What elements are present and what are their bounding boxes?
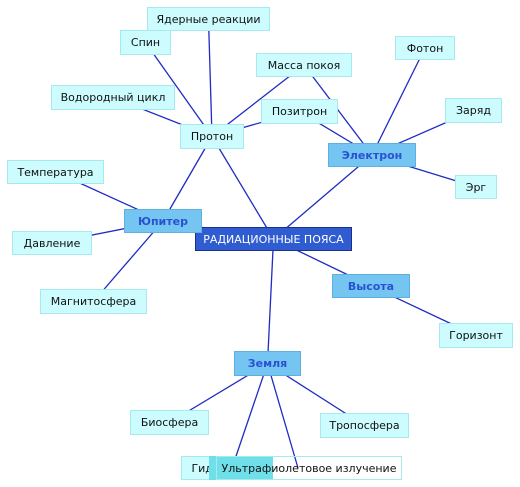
node-label: РАДИАЦИОННЫЕ ПОЯСА — [203, 232, 344, 246]
node-yadernye-reaktsii[interactable]: Ядерные реакции — [147, 7, 270, 31]
node-vysota[interactable]: Высота — [332, 274, 410, 298]
node-label: Позитрон — [271, 105, 328, 118]
node-label: Температура — [17, 165, 94, 179]
node-label: Водородный цикл — [60, 91, 166, 104]
node-label: Ядерные реакции — [156, 12, 261, 26]
node-vodorodny-tsikl[interactable]: Водородный цикл — [51, 85, 175, 110]
node-proton[interactable]: Протон — [180, 124, 244, 149]
node-label: Давление — [23, 236, 81, 250]
node-erg[interactable]: Эрг — [455, 175, 497, 199]
node-label: Магнитосфера — [50, 295, 137, 308]
node-label: Тропосфера — [329, 419, 400, 432]
overlap-highlight — [209, 456, 273, 480]
node-spin[interactable]: Спин — [120, 30, 171, 55]
node-troposfera[interactable]: Тропосфера — [320, 413, 409, 438]
connector-zemlya-uf_izluchenie — [266, 363, 299, 469]
node-label: Биосфера — [140, 416, 199, 429]
connector-proton-jupiter — [162, 136, 213, 222]
connector-electron-massa_pokoya — [303, 64, 373, 156]
node-label: Масса покоя — [267, 58, 341, 72]
node-zaryad[interactable]: Заряд — [445, 98, 502, 123]
node-label: Спин — [130, 36, 161, 49]
node-label: Электрон — [341, 148, 403, 162]
node-temperatura[interactable]: Температура — [7, 160, 104, 184]
node-biosfera[interactable]: Биосфера — [130, 410, 209, 435]
node-magnitosfera[interactable]: Магнитосфера — [40, 289, 147, 314]
node-pozitron[interactable]: Позитрон — [261, 99, 338, 124]
node-zemlya[interactable]: Земля — [234, 351, 301, 376]
connector-root-zemlya — [266, 238, 275, 364]
node-label: Юпитер — [138, 214, 188, 228]
node-label: Эрг — [465, 180, 487, 194]
node-radiation-belts[interactable]: РАДИАЦИОННЫЕ ПОЯСА — [195, 227, 352, 251]
node-massa-pokoya[interactable]: Масса покоя — [256, 53, 352, 77]
node-electron[interactable]: Электрон — [328, 143, 416, 167]
connector-root-proton — [211, 136, 275, 240]
node-label: Фотон — [406, 41, 444, 55]
connector-electron-foton — [371, 47, 426, 156]
node-label: Высота — [347, 279, 395, 293]
connector-proton-spin — [144, 42, 213, 137]
connector-jupiter-magnitosfera — [93, 220, 164, 302]
node-label: Ультрафиолетовое излучение — [221, 461, 397, 475]
node-label: Горизонт — [449, 329, 503, 342]
node-label: Протон — [190, 130, 234, 143]
node-uf-izluchenie[interactable]: Ультрафиолетовое излучение — [216, 456, 402, 480]
node-foton[interactable]: Фотон — [395, 36, 455, 60]
node-jupiter[interactable]: Юпитер — [124, 209, 202, 233]
node-davlenie[interactable]: Давление — [12, 231, 92, 255]
node-label: Земля — [247, 357, 288, 370]
connector-proton-yadernye_reaktsii — [207, 18, 213, 137]
node-label: Заряд — [456, 104, 491, 117]
connector-root-electron — [273, 154, 373, 240]
connector-zemlya-gidrosfera — [231, 363, 269, 469]
node-gorizont[interactable]: Горизонт — [439, 323, 513, 348]
